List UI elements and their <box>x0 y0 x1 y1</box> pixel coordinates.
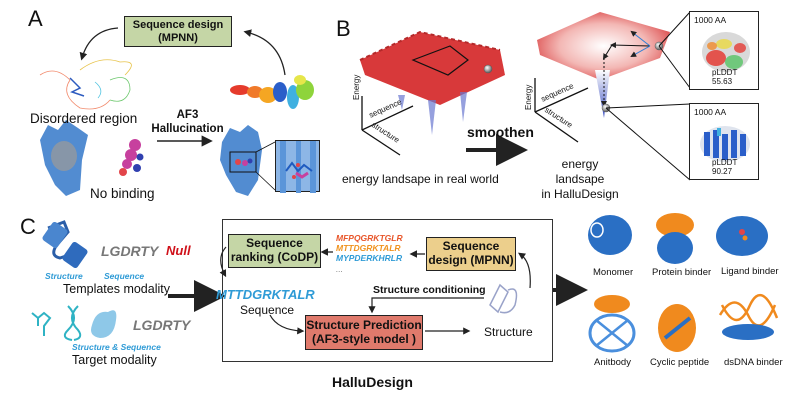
output-label-dsdna-binder: dsDNA binder <box>724 357 783 368</box>
high-confidence-protein-icon <box>700 126 750 162</box>
box-line2: (AF3-style model ) <box>311 331 416 346</box>
predicted-structure-icon <box>489 283 518 314</box>
template-sequence-text: LGDRTY <box>101 243 159 259</box>
output-label-ligand-binder: Ligand binder <box>721 266 779 277</box>
sequence-design-mpnn-box-c: Sequence design (MPNN) <box>426 237 516 271</box>
arrow-to-seq-design <box>243 29 286 76</box>
smoothen-label: smoothen <box>467 124 534 140</box>
template-structure-label: Structure <box>45 271 83 281</box>
templates-modality-caption: Templates modality <box>63 282 170 296</box>
smooth-energy-landscape <box>537 11 691 181</box>
hallucination-label: Hallucination <box>151 123 224 136</box>
real-world-caption: energy landsape in real world <box>342 172 499 186</box>
protein-binder-icon <box>656 213 694 264</box>
binding-site-graphic <box>280 141 316 193</box>
monomer-icon <box>588 215 632 255</box>
inset-plddt-label: pLDDT 55.63 <box>712 68 738 86</box>
binding-site-zoom-inset <box>275 140 320 193</box>
antibody-icon <box>588 295 636 353</box>
cyclic-peptide-icon <box>658 304 696 352</box>
axes-right <box>534 78 589 143</box>
panel-c-letter: C <box>20 214 36 239</box>
box-line2: ranking (CoDP) <box>230 250 319 264</box>
structure-prediction-af3-box: Structure Prediction (AF3-style model ) <box>305 315 423 350</box>
box-line2: (MPNN) <box>158 31 198 44</box>
apo-beta-protein-icon <box>40 120 88 196</box>
structure-conditioning-label: Structure conditioning <box>373 284 486 296</box>
arrow-ranking-to-sequence <box>219 246 227 278</box>
structure-label: Structure <box>484 325 533 339</box>
axes-left <box>361 96 414 156</box>
rugged-energy-landscape <box>359 30 505 135</box>
output-label-antibody: Anitbody <box>594 357 631 368</box>
disordered-protein-icon <box>39 59 132 110</box>
sequence-label: Sequence <box>240 303 295 317</box>
template-structure-icon <box>42 220 88 268</box>
halludesign-title: HalluDesign <box>332 374 413 390</box>
box-line1: Sequence design <box>132 18 224 31</box>
inset-plddt-label: pLDDT 90.27 <box>712 158 738 176</box>
inset-low-plddt: 1000 AA pLDDT 55.63 <box>689 11 759 90</box>
bound-beta-protein-icon <box>220 125 276 196</box>
caption-line2: in HalluDesign <box>541 187 619 201</box>
halludesign-workflow-frame <box>222 219 553 362</box>
box-line1: Sequence <box>442 239 500 254</box>
af3-label: AF3 <box>176 109 199 121</box>
ligand-spheres-icon <box>119 139 144 176</box>
template-null-text: Null <box>166 243 191 258</box>
sequence-ranking-codp-box: Sequence ranking (CoDP) <box>228 234 321 268</box>
dsdna-binder-icon <box>718 293 779 340</box>
panel-a-letter: A <box>28 6 43 31</box>
arrow-structure-to-mpnn <box>518 252 531 289</box>
inset-length-label: 1000 AA <box>694 107 727 117</box>
output-label-protein-binder: Protein binder <box>652 267 712 278</box>
candidate-sequence: MYPDERKHRLR <box>336 253 403 264</box>
candidate-sequence: MFPQGRKTGLR <box>336 233 403 243</box>
ellipsis: ... <box>336 263 344 274</box>
output-label-monomer: Monomer <box>593 267 634 278</box>
box-line1: Structure Prediction <box>306 317 422 332</box>
selected-sequence: MTTDGRKTALR <box>216 287 315 302</box>
disordered-region-label: Disordered region <box>30 111 138 126</box>
arrow-to-disordered <box>79 27 119 61</box>
panel-b-letter: B <box>336 16 351 41</box>
inset-high-plddt: 1000 AA pLDDT 90.27 <box>689 103 759 180</box>
ligand-binder-icon <box>716 216 768 256</box>
helical-protein-icon <box>230 75 314 109</box>
arrow-sequence-to-prediction <box>269 314 305 335</box>
arrow-structure-conditioning <box>368 297 484 314</box>
template-sequence-label: Sequence <box>104 271 145 281</box>
protein-blob-icon <box>91 310 117 338</box>
low-confidence-protein-icon <box>702 32 750 72</box>
candidate-sequence: MTTDGRKTALR <box>336 243 401 254</box>
target-sequence-text: LGDRTY <box>133 317 191 333</box>
caption-line1: energy landsape <box>555 157 605 186</box>
af3-hallucination-label: AF3 Hallucination <box>150 108 225 137</box>
dna-icon <box>63 305 82 341</box>
small-molecule-icon <box>31 311 52 336</box>
halludesign-landscape-caption: energy landsape in HalluDesign <box>540 157 620 202</box>
sequence-design-mpnn-box: Sequence design (MPNN) <box>124 16 232 47</box>
target-modality-caption: Target modality <box>72 353 157 367</box>
box-line1: Sequence <box>246 236 303 251</box>
inset-length-label: 1000 AA <box>694 15 727 25</box>
box-line2: design (MPNN) <box>428 253 514 267</box>
candidate-sequence-list: MFPQGRKTGLR MTTDGRKTALR MYPDERKHRLR ... <box>336 233 403 274</box>
target-structure-sequence-label: Structure & Sequence <box>72 342 161 352</box>
output-label-cyclic-peptide: Cyclic peptide <box>650 357 710 368</box>
no-binding-label: No binding <box>90 186 155 201</box>
